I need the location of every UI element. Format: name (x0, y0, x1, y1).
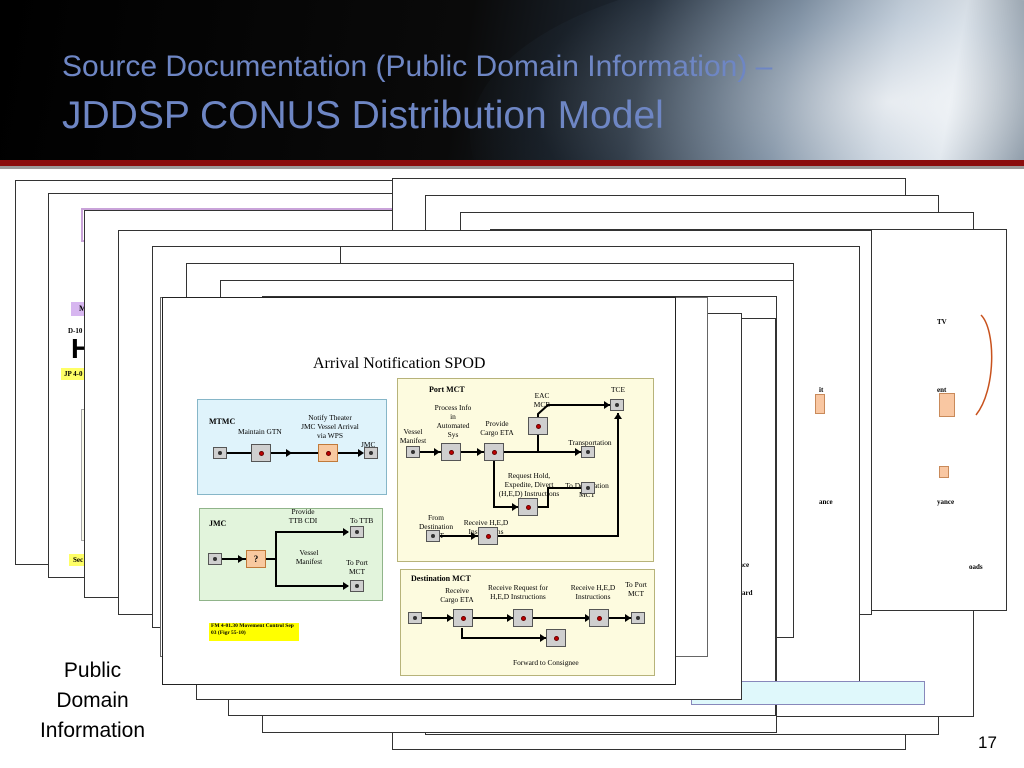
jp-ref-label: JP 4-0 (64, 370, 83, 378)
forward-consignee-label: Forward to Consignee (513, 658, 579, 667)
orange-node (815, 394, 825, 414)
dest-receive-hed-label: Receive H,E,D Instructions (570, 583, 616, 601)
dest-receive-hed-node (589, 609, 609, 627)
to-ttb-label: To TTB (350, 516, 374, 525)
caption-line: Domain (56, 689, 129, 712)
notify-theater-node (318, 444, 338, 462)
maintain-gtn-node (251, 444, 271, 462)
eac-mcb-node (528, 417, 548, 435)
tv-label: TV (937, 318, 947, 326)
request-hold-node (518, 498, 538, 516)
ance-label: ance (819, 498, 833, 506)
notify-theater-label: Notify Theater JMC Vessel Arrival via WP… (301, 413, 359, 440)
header-divider (0, 160, 1024, 166)
slide-title-line2: JDDSP CONUS Distribution Model (62, 94, 664, 137)
tce-node (610, 399, 624, 411)
it-label: it (819, 386, 824, 394)
jmc-heading: JMC (209, 519, 227, 528)
destination-mct-panel: Destination MCT Receive Cargo ETA Receiv… (400, 569, 655, 676)
transportation-bn-node (581, 446, 595, 458)
diagram-title: Arrival Notification SPOD (313, 355, 486, 372)
eac-mcb-label: EAC MCB (533, 391, 551, 409)
forward-consignee-node (546, 629, 566, 647)
sec-ref-label: Sec (73, 556, 84, 564)
port-start-node (406, 446, 420, 458)
slide-header: Source Documentation (Public Domain Info… (0, 0, 1024, 160)
destination-flow-lines (417, 614, 631, 642)
ward-label: ward (737, 589, 753, 597)
receive-request-label: Receive Request for H,E,D Instructions (488, 583, 548, 601)
fm-reference-note: FM 4-01.30 Movement Control Sep 03 (Figr… (209, 623, 299, 641)
earth-horizon-image (470, 0, 1024, 160)
process-info-label: Process Info in Automated Sys (434, 403, 472, 439)
mtmc-start-node (213, 447, 227, 459)
jmc-start-node (208, 553, 222, 565)
d-ref-label: D-10 (68, 327, 83, 335)
from-destination-node (426, 530, 440, 542)
mtmc-panel: MTMC Maintain GTN Notify Theater JMC Ves… (197, 399, 387, 495)
m-label: M (79, 304, 87, 313)
header-divider-gray (0, 166, 1024, 169)
ance-label-far: yance (937, 498, 955, 506)
dest-to-port-mct-label: To Port MCT (625, 580, 647, 598)
port-mct-flow-lines (415, 401, 622, 540)
mtmc-heading: MTMC (209, 417, 236, 426)
page-number: 17 (978, 733, 997, 752)
receive-cargo-eta-label: Receive Cargo ETA (440, 586, 474, 604)
port-mct-panel: Port MCT TCE EAC MCB Process Info in Aut… (397, 378, 654, 562)
dest-start-node (408, 612, 422, 624)
jmc-to-port-mct-label: To Port MCT (346, 558, 368, 576)
jmc-panel: JMC Provide TTB CDI To TTB Vessel Manife… (199, 507, 383, 601)
provide-ttb-label: Provide TTB CDI (288, 507, 318, 525)
orange-node (939, 393, 955, 417)
arrival-notification-document: Arrival Notification SPOD MTMC Maintain … (162, 297, 676, 685)
jmc-to-ttb-node (350, 526, 364, 538)
port-vessel-manifest-label: Vessel Manifest (399, 427, 427, 445)
jmc-decision-node: ? (246, 550, 266, 568)
orange-curve (975, 314, 993, 416)
oads-label: oads (969, 563, 983, 571)
request-hold-label: Request Hold, Expedite, Divert (H,E,D) I… (498, 471, 560, 498)
dest-to-port-node (631, 612, 645, 624)
public-domain-caption: Public Domain Information (20, 656, 165, 746)
mtmc-jmc-label: JMC (361, 440, 376, 449)
process-info-node (441, 443, 461, 461)
receive-cargo-eta-node (453, 609, 473, 627)
port-mct-heading: Port MCT (429, 385, 465, 394)
ent-label: ent (937, 386, 947, 394)
nce-label: nce (739, 561, 750, 569)
destination-mct-heading: Destination MCT (411, 574, 471, 583)
provide-cargo-eta-node (484, 443, 504, 461)
orange-node-small (939, 466, 949, 478)
to-destination-node (581, 482, 595, 494)
tce-label: TCE (611, 385, 625, 394)
receive-request-node (513, 609, 533, 627)
caption-line: Public (63, 659, 122, 682)
port-receive-hed-node (478, 527, 498, 545)
slide-title-line1: Source Documentation (Public Domain Info… (62, 50, 773, 83)
jmc-to-port-node (350, 580, 364, 592)
mtmc-end-node (364, 447, 378, 459)
caption-line: Information (39, 719, 146, 742)
provide-cargo-eta-label: Provide Cargo ETA (480, 419, 514, 437)
jmc-vessel-manifest-label: Vessel Manifest (295, 548, 323, 566)
maintain-gtn-label: Maintain GTN (238, 427, 282, 436)
